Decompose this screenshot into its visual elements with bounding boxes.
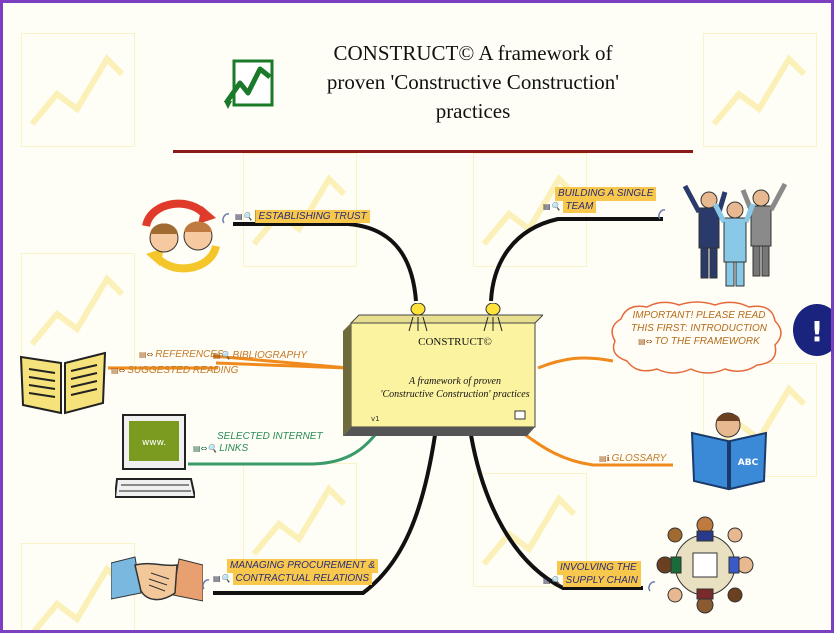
topic-label-line-1: BUILDING A SINGLE xyxy=(555,187,657,201)
topic-label-line-2: TEAM xyxy=(562,200,597,213)
bibliography-label: BIBLIOGRAPHY xyxy=(232,350,307,361)
title-line-2: proven 'Constructive Construction' xyxy=(326,70,620,94)
procurement-line-2: CONTRACTUAL RELATIONS xyxy=(232,572,373,585)
internet-line-2: LINKS xyxy=(219,443,249,454)
note-link-icon[interactable]: ▤⇔ xyxy=(638,337,653,346)
computer-illustration: www. xyxy=(115,414,195,498)
page-title: CONSTRUCT© A framework of proven 'Constr… xyxy=(293,39,653,126)
meeting-table-illustration xyxy=(656,516,754,614)
topic-important-introduction[interactable]: IMPORTANT! PLEASE READ THIS FIRST: INTRO… xyxy=(613,309,785,348)
topic-managing-procurement[interactable]: MANAGING PROCUREMENT & ▤🔍CONTRACTUAL REL… xyxy=(213,559,379,585)
reader-with-book-illustration: ABC xyxy=(690,412,768,491)
suggested-reading-label: SUGGESTED READING xyxy=(127,365,239,376)
supply-line-2-row: ▤🔍SUPPLY CHAIN xyxy=(543,574,641,587)
attachment-clip-icon xyxy=(222,213,230,224)
topic-references[interactable]: ▤⇔REFERENCES xyxy=(139,349,224,361)
central-subtitle-line-2: 'Constructive Construction' practices xyxy=(380,389,530,400)
attachment-clip-icon xyxy=(648,581,656,592)
internet-line-2-row: ▤⇔🔍LINKS xyxy=(193,443,323,455)
watermark-chart-tile xyxy=(703,33,817,147)
important-line-3: TO THE FRAMEWORK xyxy=(654,336,760,347)
watermark-chart-tile xyxy=(21,33,135,147)
important-line-1: IMPORTANT! PLEASE READ xyxy=(632,310,766,321)
title-line-1: CONSTRUCT© A framework of xyxy=(333,41,613,65)
branch-lines xyxy=(108,217,673,595)
note-search-icon[interactable]: ▤🔍 xyxy=(213,351,231,360)
central-topic-title: CONSTRUCT© xyxy=(418,336,492,348)
topic-suggested-reading[interactable]: ▤⇔SUGGESTED READING xyxy=(111,365,238,377)
trust-people-illustration xyxy=(142,199,220,273)
glossary-label: GLOSSARY xyxy=(611,453,667,464)
open-book-illustration xyxy=(19,351,107,415)
note-link-icon[interactable]: ▤⇔ xyxy=(139,350,154,359)
supply-line-1: INVOLVING THE xyxy=(557,561,641,575)
exclamation-icon: ! xyxy=(793,304,831,356)
handshake-illustration xyxy=(111,556,203,602)
internet-line-1: SELECTED INTERNET xyxy=(217,431,323,442)
central-topic-subtitle: A framework of proven 'Constructive Cons… xyxy=(375,375,535,401)
topic-label-line-2-row: ▤🔍TEAM xyxy=(543,200,656,213)
exclamation-mark: ! xyxy=(811,315,824,348)
note-search-icon[interactable]: ▤🔍 xyxy=(213,574,231,583)
attachment-clip-icon xyxy=(202,579,210,590)
procurement-line-2-row: ▤🔍CONTRACTUAL RELATIONS xyxy=(213,572,378,585)
note-link-icon[interactable]: ▤⇔ xyxy=(111,366,126,375)
chart-logo-icon xyxy=(223,59,274,109)
central-topic[interactable]: CONSTRUCT© A framework of proven 'Constr… xyxy=(343,303,543,436)
team-cheering-illustration xyxy=(682,182,788,287)
title-divider xyxy=(173,150,693,153)
references-label: REFERENCES xyxy=(155,349,224,360)
version-label: v1 xyxy=(371,415,380,423)
topic-label: ESTABLISHING TRUST xyxy=(254,210,370,223)
central-subtitle-line-1: A framework of proven xyxy=(409,376,501,387)
note-link-search-icon[interactable]: ▤⇔🔍 xyxy=(193,444,218,453)
topic-building-single-team[interactable]: BUILDING A SINGLE ▤🔍TEAM xyxy=(543,187,657,213)
book-cover-text: ABC xyxy=(738,458,759,468)
topic-bibliography[interactable]: ▤🔍BIBLIOGRAPHY xyxy=(213,350,307,362)
attachment-clip-icon xyxy=(658,209,666,220)
title-line-3: practices xyxy=(435,99,511,123)
note-search-icon[interactable]: ▤🔍 xyxy=(543,576,561,585)
important-line-3-row: ▤⇔TO THE FRAMEWORK xyxy=(613,335,785,348)
watermark-chart-tile xyxy=(473,473,587,587)
supply-line-2: SUPPLY CHAIN xyxy=(562,574,641,587)
note-search-icon[interactable]: ▤🔍 xyxy=(543,202,561,211)
important-cloud-shape xyxy=(611,301,782,374)
note-info-icon[interactable]: ▤ℹ xyxy=(599,454,610,463)
topic-establishing-trust[interactable]: ▤🔍ESTABLISHING TRUST xyxy=(235,210,370,223)
note-search-icon[interactable]: ▤🔍 xyxy=(235,212,253,221)
important-line-2: THIS FIRST: INTRODUCTION xyxy=(631,323,767,334)
topic-selected-internet-links[interactable]: SELECTED INTERNET ▤⇔🔍LINKS xyxy=(193,431,323,455)
procurement-line-1: MANAGING PROCUREMENT & xyxy=(227,559,379,573)
topic-involving-supply-chain[interactable]: INVOLVING THE ▤🔍SUPPLY CHAIN xyxy=(543,561,641,587)
screen-text: www. xyxy=(142,438,166,448)
